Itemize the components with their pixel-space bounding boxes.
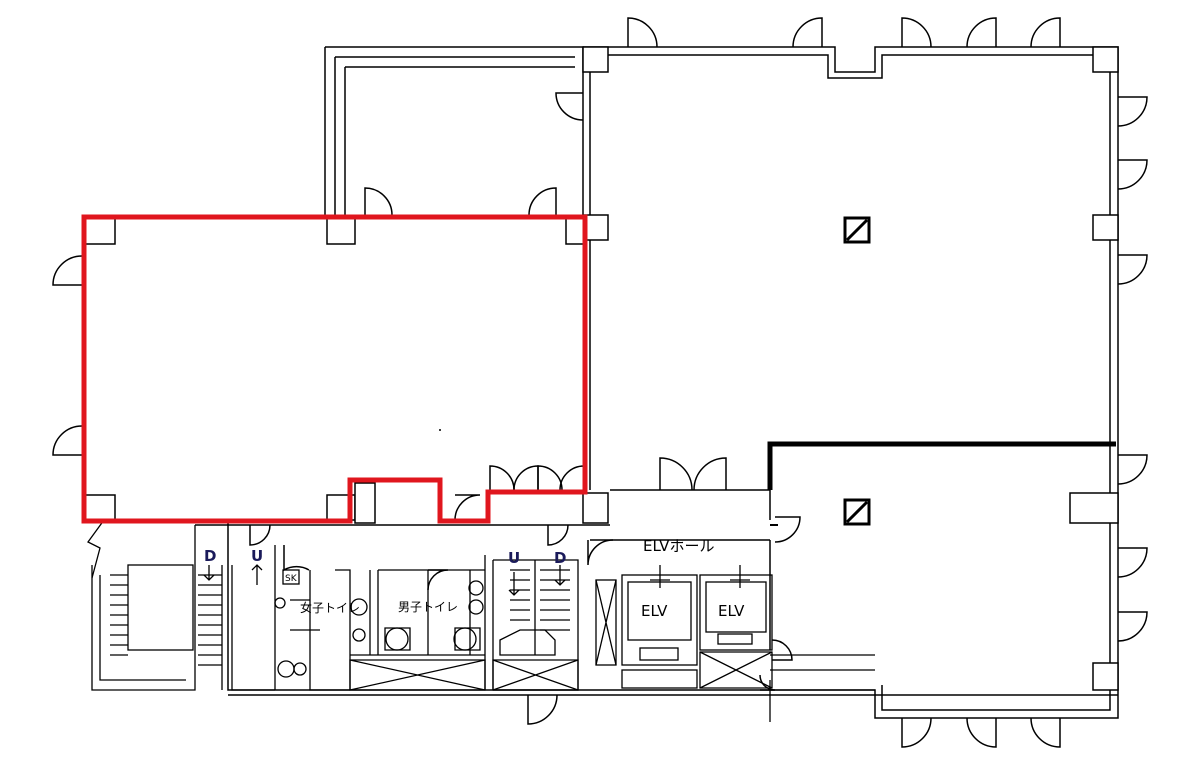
columns xyxy=(84,46,1119,691)
stair-left-down-label: D xyxy=(204,547,216,565)
stair-right-down-label: D xyxy=(554,549,566,567)
stair-right-up-label: U xyxy=(508,549,520,567)
womens-toilet-label: 女子トイレ xyxy=(300,600,360,615)
elv-hall-label: ELVホール xyxy=(643,537,714,555)
outer-walls xyxy=(195,46,1119,719)
highlighted-area xyxy=(81,214,588,524)
door-swing-icon xyxy=(52,17,1148,748)
core-interior xyxy=(87,519,875,722)
diagonal-box-icon xyxy=(843,216,871,526)
mens-toilet-label: 男子トイレ xyxy=(398,600,458,614)
stair-left-up-label: U xyxy=(251,547,263,565)
marker-dot xyxy=(439,429,441,431)
elevator-1-label: ELV xyxy=(641,602,668,620)
sk-label: SK xyxy=(285,574,298,584)
elevator-2-label: ELV xyxy=(718,602,745,620)
partition-wall xyxy=(767,441,1116,490)
marker-dash xyxy=(770,524,778,526)
